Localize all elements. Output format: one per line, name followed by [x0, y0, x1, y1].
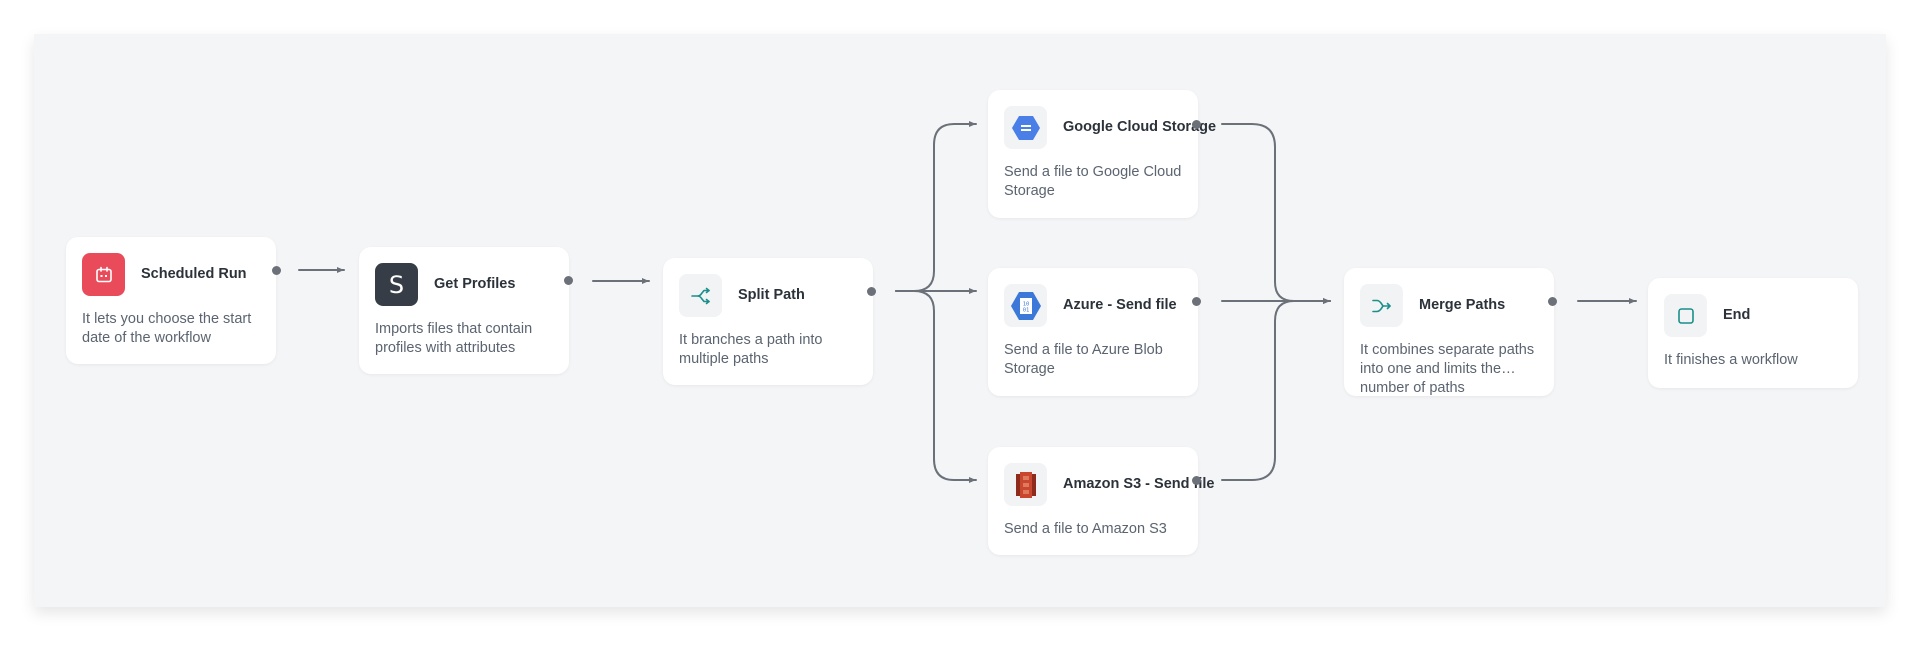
output-port[interactable]	[564, 276, 573, 285]
azure-blob-icon: 10 01	[1004, 284, 1047, 327]
output-port[interactable]	[1192, 476, 1201, 485]
node-description: Send a file to Google Cloud Storage	[1004, 164, 1182, 199]
link-s3-to-merge	[1221, 298, 1331, 481]
letter-s-icon: S	[375, 263, 418, 306]
output-port[interactable]	[1192, 297, 1201, 306]
node-google-cloud-storage[interactable]: Google Cloud Storage Send a file to Goog…	[988, 90, 1217, 218]
node-split-path[interactable]: Split Path It branches a path into multi…	[663, 258, 873, 385]
node-description: It branches a path into multiple paths	[679, 332, 823, 367]
node-title: End	[1723, 307, 1751, 323]
google-cloud-storage-icon	[1004, 106, 1047, 149]
calendar-icon	[82, 253, 125, 296]
split-icon	[679, 274, 722, 317]
node-get-profiles[interactable]: S Get Profiles Imports files that contai…	[359, 247, 569, 374]
node-end[interactable]: End It finishes a workflow	[1648, 278, 1858, 388]
node-title: Amazon S3 - Send file	[1063, 476, 1215, 492]
output-port[interactable]	[1548, 297, 1557, 306]
svg-text:01: 01	[1022, 307, 1029, 313]
node-title: Split Path	[738, 287, 805, 303]
node-description: It lets you choose the start date of the…	[82, 311, 252, 346]
workflow-canvas[interactable]: Scheduled Run It lets you choose the sta…	[34, 34, 1886, 607]
node-description: Imports files that contain profiles with…	[375, 321, 533, 356]
link-split-to-google	[895, 121, 977, 292]
link-split-to-s3	[895, 290, 977, 483]
node-title: Merge Paths	[1419, 297, 1506, 313]
link-google-to-merge	[1221, 123, 1331, 304]
node-scheduled-run[interactable]: Scheduled Run It lets you choose the sta…	[66, 237, 276, 364]
node-description: Send a file to Azure Blob Storage	[1004, 342, 1163, 377]
svg-text:10: 10	[1022, 301, 1029, 307]
node-azure-send-file[interactable]: 10 01 Azure - Send file Send a file to A…	[988, 268, 1198, 396]
icon-glyph: S	[388, 270, 405, 299]
node-title: Google Cloud Storage	[1063, 119, 1217, 135]
node-merge-paths[interactable]: Merge Paths It combines separate paths i…	[1344, 268, 1554, 396]
connection-lines	[298, 121, 1637, 483]
node-title: Scheduled Run	[141, 266, 247, 282]
amazon-s3-icon	[1004, 463, 1047, 506]
node-description: Send a file to Amazon S3	[1004, 521, 1167, 537]
merge-icon	[1360, 284, 1403, 327]
output-port[interactable]	[867, 287, 876, 296]
node-amazon-s3-send-file[interactable]: Amazon S3 - Send file Send a file to Ama…	[988, 447, 1215, 555]
node-title: Get Profiles	[434, 276, 516, 292]
output-port[interactable]	[272, 266, 281, 275]
node-description: It combines separate paths into one and …	[1360, 342, 1535, 396]
node-description: It finishes a workflow	[1664, 352, 1798, 368]
output-port[interactable]	[1192, 120, 1201, 129]
node-title: Azure - Send file	[1063, 297, 1177, 313]
stop-square-icon	[1664, 294, 1707, 337]
